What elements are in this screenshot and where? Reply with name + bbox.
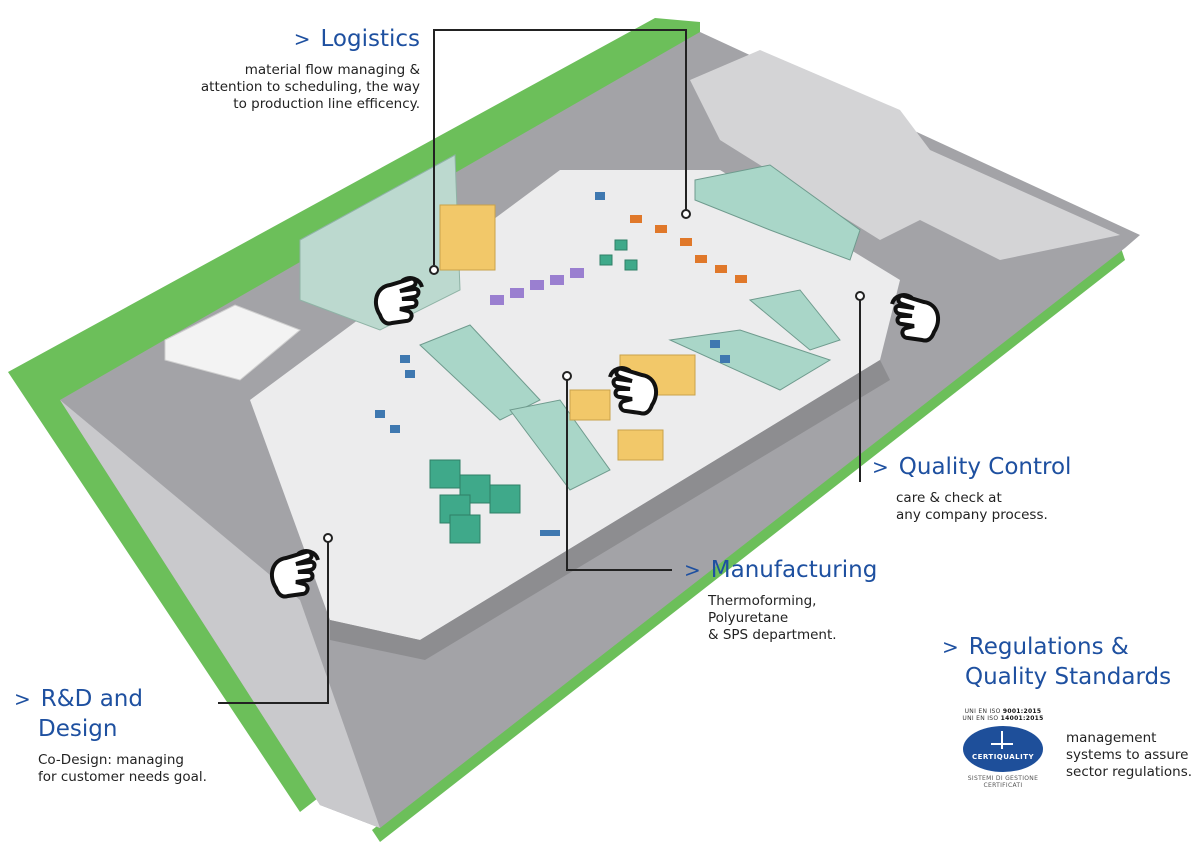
logistics-dot-2	[681, 209, 691, 219]
pointing-hand-icon[interactable]	[269, 549, 320, 599]
pointing-hand-icon[interactable]	[608, 366, 659, 416]
certiquality-logo: CERTIQUALITY	[963, 726, 1043, 772]
iso-14001-standard: UNI EN ISO 14001:2015	[962, 715, 1044, 722]
quality-control-label[interactable]: >Quality Control care & check at any com…	[872, 452, 1112, 524]
rnd-dot	[323, 533, 333, 543]
manufacturing-leader	[566, 378, 672, 571]
purple-pallets	[490, 268, 584, 305]
logistics-description: material flow managing & attention to sc…	[200, 62, 420, 112]
orange-crates	[630, 215, 747, 283]
building-front-wall	[330, 360, 890, 660]
leader-dots	[323, 209, 865, 543]
rnd-leader	[218, 540, 329, 704]
pointing-hand-icon[interactable]	[890, 293, 941, 343]
chevron-right-icon: >	[942, 635, 959, 659]
chevron-right-icon: >	[872, 455, 889, 479]
manufacturing-description: Thermoforming, Polyuretane & SPS departm…	[708, 593, 837, 643]
regulations-title-line2: Quality Standards	[965, 664, 1172, 690]
asphalt-shade	[60, 400, 380, 828]
certiquality-wordmark: CERTIQUALITY	[971, 753, 1035, 761]
rnd-design-title[interactable]: >R&D and	[14, 686, 143, 712]
parking-area	[690, 50, 1120, 260]
iso-9001-standard: UNI EN ISO 9001:2015	[964, 708, 1042, 715]
rnd-design-description: Co-Design: managing for customer needs g…	[38, 752, 207, 785]
manufacturing-label[interactable]: >Manufacturing Thermoforming, Polyuretan…	[684, 555, 924, 644]
quality-dot	[855, 291, 865, 301]
logistics-label[interactable]: >Logistics material flow managing & atte…	[180, 24, 420, 113]
cert-footer-line2: CERTIFICATI	[983, 782, 1023, 789]
regulations-title[interactable]: >Regulations &	[942, 634, 1129, 660]
manufacturing-dot	[562, 371, 572, 381]
certiquality-badge: UNI EN ISO 9001:2015 UNI EN ISO 14001:20…	[957, 708, 1049, 808]
blue-bins	[375, 192, 730, 536]
logistics-title[interactable]: >Logistics	[293, 26, 420, 52]
molding-machines	[429, 239, 638, 544]
logo-mark-icon	[1001, 731, 1003, 749]
regulations-label[interactable]: >Regulations & Quality Standards	[942, 632, 1192, 692]
chevron-right-icon: >	[14, 687, 31, 711]
cert-footer-line1: SISTEMI DI GESTIONE	[967, 775, 1039, 782]
chevron-right-icon: >	[293, 27, 311, 51]
leader-lines	[218, 29, 861, 704]
rnd-design-title-line2: Design	[38, 716, 118, 742]
pointing-hand-icon[interactable]	[373, 276, 424, 326]
chevron-right-icon: >	[684, 558, 701, 582]
regulations-description: management systems to assure sector regu…	[1066, 730, 1193, 780]
quality-control-title[interactable]: >Quality Control	[872, 454, 1072, 480]
lawn-border	[8, 18, 700, 812]
logistics-dot	[429, 265, 439, 275]
manufacturing-title[interactable]: >Manufacturing	[684, 557, 878, 583]
logo-mark-bar	[991, 743, 1013, 745]
quality-control-description: care & check at any company process.	[896, 490, 1048, 523]
rnd-design-label[interactable]: >R&D and Design Co-Design: managing for …	[14, 684, 234, 786]
logistics-leader	[433, 29, 687, 265]
racks	[419, 164, 861, 491]
annex-building	[164, 304, 301, 381]
